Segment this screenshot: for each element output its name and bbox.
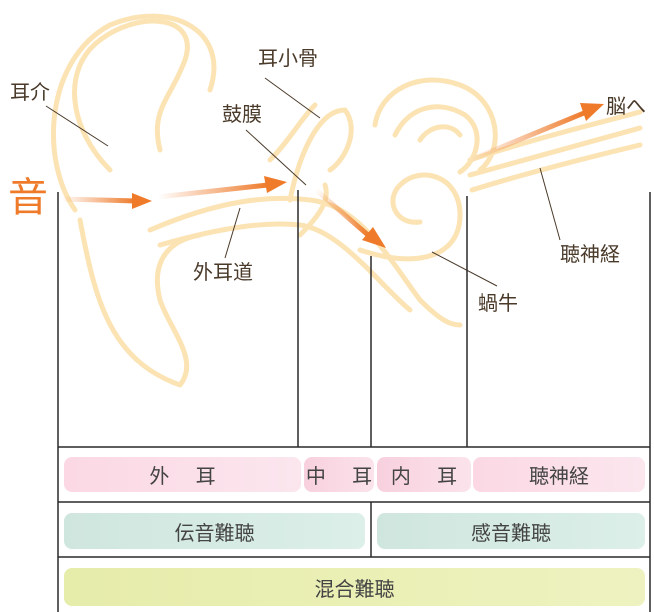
- middle-ear-section: 中 耳: [304, 457, 374, 492]
- ear-canal-label: 外耳道: [193, 260, 253, 284]
- arrowhead-1: [132, 193, 152, 209]
- to-brain-label: 脳へ: [606, 94, 646, 118]
- conductive-hearing-loss: 伝音難聴: [64, 513, 365, 549]
- auditory-nerve-label: 聴神経: [560, 242, 620, 266]
- arrowhead-3: [362, 227, 386, 248]
- cochlea-label: 蝸牛: [478, 291, 518, 315]
- sensorineural-hearing-loss: 感音難聴: [377, 513, 645, 549]
- leader-lines: [45, 77, 561, 287]
- eardrum-label: 鼓膜: [222, 102, 262, 126]
- inner-ear-section: 内 耳: [377, 457, 471, 492]
- mixed-hearing-loss: 混合難聴: [64, 568, 645, 606]
- arrowhead-4: [580, 103, 604, 121]
- ossicles-label: 耳小骨: [258, 46, 318, 70]
- auditory-nerve-section: 聴神経: [473, 457, 645, 492]
- outer-ear-section: 外 耳: [64, 457, 301, 492]
- sound-arrows: [61, 103, 604, 248]
- sound-label: 音: [8, 175, 48, 221]
- section-dividers: [57, 190, 651, 612]
- arrowhead-2: [264, 176, 287, 193]
- pinna-label: 耳介: [10, 80, 50, 104]
